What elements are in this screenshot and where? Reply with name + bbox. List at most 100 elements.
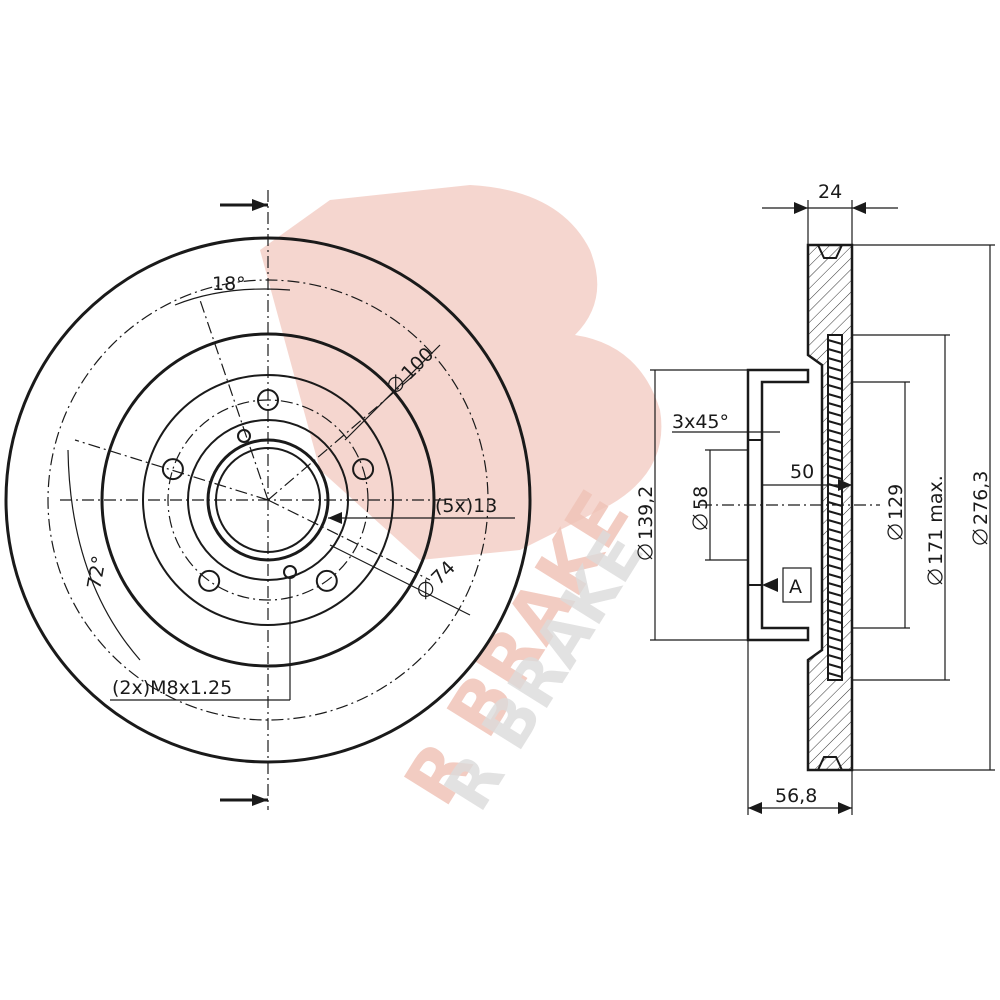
side-view: 24 139,2 58 3x45° 50 A [635, 181, 995, 815]
vent-tick [827, 411, 843, 417]
vent-tick [827, 654, 843, 660]
diameter-slash-outer [972, 529, 988, 545]
diameter-slash-pcd [395, 374, 397, 395]
bolt-holes [161, 389, 375, 592]
vent-tick [827, 645, 843, 651]
vent-tick [827, 546, 843, 552]
label-bolt-holes: (5x)13 [435, 495, 497, 517]
label-hat-dia: 139,2 [635, 486, 657, 540]
diameter-slash-side-bore [692, 514, 708, 530]
vent-tick [827, 420, 843, 426]
vent-tick [827, 348, 843, 354]
ring-notch-bottom [817, 756, 843, 771]
radial-line-72 [74, 439, 269, 501]
front-view: 18° 72° 100 (5x)13 74 (2x)M8x1.25 [4, 190, 532, 810]
label-inner-dia: 129 [885, 484, 907, 520]
diameter-slash-hat [637, 544, 653, 560]
vent-tick [827, 456, 843, 462]
bolt-hole [198, 569, 221, 592]
vent-tick [827, 555, 843, 561]
vent-tick [827, 447, 843, 453]
vent-tick [827, 573, 843, 579]
radial-line-18 [199, 299, 269, 501]
vent-tick [827, 627, 843, 633]
diameter-slash-bore [425, 579, 427, 600]
vent-tick [827, 465, 843, 471]
diameter-symbol-inner [887, 524, 903, 540]
vent-tick [827, 636, 843, 642]
diameter-symbol-hat [637, 544, 653, 560]
diameter-symbol-outer [972, 529, 988, 545]
label-datum: A [789, 576, 802, 598]
vent-tick [827, 663, 843, 669]
vent-tick [827, 519, 843, 525]
leader-center-bore [329, 544, 471, 616]
label-thread: (2x)M8x1.25 [112, 677, 232, 699]
label-angle-left: 72° [83, 554, 111, 591]
bolt-hole [161, 458, 184, 481]
label-hat-inner: 50 [790, 461, 814, 483]
label-chamfer: 3x45° [672, 411, 729, 433]
vent-tick [827, 618, 843, 624]
radial-line-pcd [267, 369, 421, 501]
vent-tick [827, 384, 843, 390]
bolt-hole [315, 569, 338, 592]
vent-tick [827, 564, 843, 570]
vent-tick [827, 492, 843, 498]
vent-tick [827, 438, 843, 444]
radial-line-bore [267, 499, 431, 581]
section-arrowhead-bottom [252, 794, 268, 806]
label-inner-dia-group: 129 [885, 484, 907, 540]
label-height: 56,8 [775, 785, 817, 807]
label-hat-dia-group: 139,2 [635, 486, 657, 560]
label-bore-group: 58 [690, 486, 712, 530]
dim-height-arrow-left [748, 802, 762, 814]
bolt-hole [352, 458, 375, 481]
vent-tick [827, 537, 843, 543]
label-outer-dia: 276,3 [970, 471, 992, 525]
vent-tick [827, 357, 843, 363]
vent-tick [827, 528, 843, 534]
diameter-symbol-bore [418, 581, 434, 597]
dim-hat-inner-arrow [838, 479, 852, 491]
vent-tick [827, 375, 843, 381]
section-arrowhead-top [252, 199, 268, 211]
vent-tick [827, 402, 843, 408]
dim-thickness-arrow-left [794, 202, 808, 214]
label-bore: 58 [690, 486, 712, 510]
threaded-hole-top [237, 429, 251, 443]
vent-tick [827, 366, 843, 372]
bolt-hole [257, 389, 279, 411]
label-thickness: 24 [818, 181, 842, 203]
vent-tick [827, 582, 843, 588]
vent-tick [827, 609, 843, 615]
diameter-symbol-wear [927, 569, 943, 585]
datum-arrow [762, 578, 778, 592]
dim-thickness-arrow-right [852, 202, 866, 214]
angle-arc-72 [67, 449, 141, 661]
vent-tick [827, 339, 843, 345]
vent-tick [827, 474, 843, 480]
ring-notch-top [817, 244, 843, 259]
diameter-symbol-side-bore [692, 514, 708, 530]
diameter-slash-inner [887, 524, 903, 540]
diameter-slash-wear [927, 569, 943, 585]
vent-tick [827, 672, 843, 678]
vent-tick [827, 510, 843, 516]
label-outer-dia-group: 276,3 [970, 471, 992, 545]
leader-bolt-holes-arrow [328, 512, 342, 524]
diameter-symbol-pcd [388, 376, 404, 392]
vent-tick [827, 591, 843, 597]
datum-box [782, 567, 812, 603]
label-wear-dia: 171 max. [925, 475, 947, 565]
dim-height-arrow-right [838, 802, 852, 814]
vent-tick [827, 600, 843, 606]
label-wear-dia-group: 171 max. [925, 475, 947, 585]
vent-tick [827, 393, 843, 399]
label-center-bore: 74 [427, 557, 460, 590]
angle-arc-18 [174, 288, 291, 306]
vent-tick [827, 429, 843, 435]
leader-pcd [344, 344, 441, 441]
label-angle-top: 18° [212, 273, 246, 295]
